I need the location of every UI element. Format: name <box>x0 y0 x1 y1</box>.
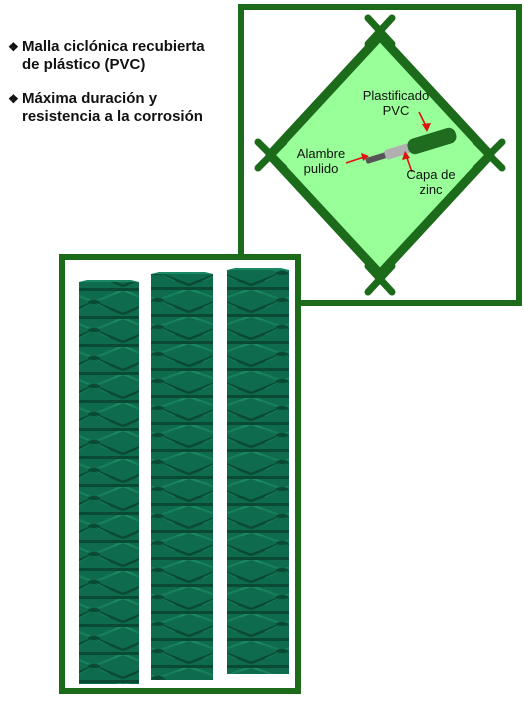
feature-list: ❖ Malla ciclónica recubierta de plástico… <box>8 38 238 142</box>
label-pvc: Plastificado PVC <box>362 88 430 118</box>
mesh-roll-right <box>227 268 289 674</box>
knot-icon-top <box>364 14 396 48</box>
arrow-zinc <box>402 151 413 173</box>
knot-icon-left <box>254 138 288 172</box>
feature-item-durability: ❖ Máxima duración y resistencia a la cor… <box>8 90 238 126</box>
mesh-rolls-frame <box>59 254 301 694</box>
wire-section <box>365 127 457 164</box>
diamond-bullet-icon: ❖ <box>8 40 19 54</box>
arrow-wire <box>345 153 369 164</box>
label-wire: Alambre pulido <box>296 146 346 176</box>
mesh-rolls-illustration <box>79 268 289 684</box>
wire-detail-diagram <box>254 14 506 296</box>
diamond-bullet-icon: ❖ <box>8 92 19 106</box>
feature-text: Malla ciclónica recubierta de plástico (… <box>22 38 205 73</box>
feature-item-pvc: ❖ Malla ciclónica recubierta de plástico… <box>8 38 238 74</box>
mesh-roll-middle <box>151 272 213 680</box>
knot-icon-bottom <box>364 262 396 296</box>
arrow-pvc <box>418 111 431 132</box>
feature-text: Máxima duración y resistencia a la corro… <box>22 90 203 125</box>
mesh-roll-left <box>79 280 139 684</box>
label-zinc: Capa de zinc <box>406 167 456 197</box>
knot-icon-right <box>472 138 506 172</box>
